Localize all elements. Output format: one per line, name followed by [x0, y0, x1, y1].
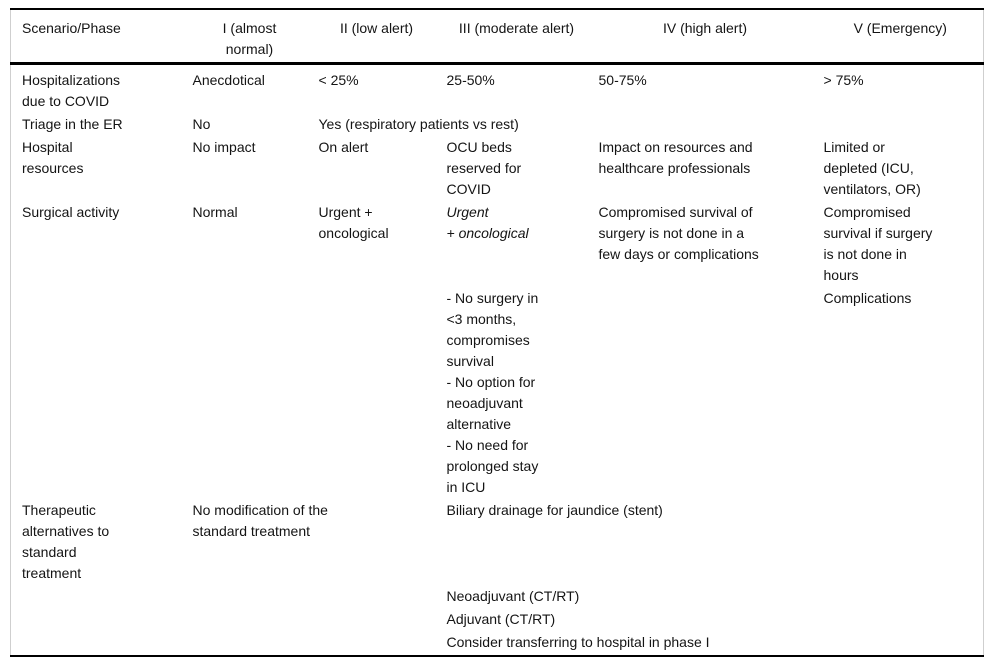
table-cell: Urgent + oncological [446, 204, 529, 241]
table-cell: Impact on resources and healthcare profe… [598, 139, 753, 176]
table-cell: Surgical activity [22, 204, 120, 220]
table-row: Adjuvant (CT/RT) [11, 609, 984, 632]
column-header: Scenario/Phase [10, 9, 187, 65]
table-cell: Limited or depleted (ICU, ventilators, O… [823, 139, 921, 197]
column-header: II (low alert) [312, 9, 441, 65]
table-cell: Neoadjuvant (CT/RT) [446, 588, 580, 604]
table-cell: No impact [192, 139, 256, 155]
column-header: V (Emergency) [817, 9, 984, 65]
table-cell: Complications [823, 290, 912, 306]
table-row: Neoadjuvant (CT/RT) [11, 586, 984, 609]
table-cell: Anecdotical [192, 72, 265, 88]
table-cell: Consider transferring to hospital in pha… [446, 634, 710, 650]
table-cell [11, 586, 187, 609]
table-cell [11, 632, 187, 656]
table-cell [11, 288, 187, 500]
table-cell: On alert [318, 139, 369, 155]
table-row: Hospitalizations due to COVID Anecdotical… [11, 64, 984, 115]
table-cell: Adjuvant (CT/RT) [446, 611, 556, 627]
column-header: IV (high alert) [592, 9, 818, 65]
table-cell [11, 609, 187, 632]
table-cell [187, 609, 441, 632]
table-cell: < 25% [318, 72, 359, 88]
table-cell [593, 288, 818, 500]
table-body: Hospitalizations due to COVID Anecdotical… [11, 64, 984, 657]
table-cell: Hospitalizations due to COVID [22, 72, 121, 109]
table-row: - No surgery in <3 months, compromises s… [11, 288, 984, 500]
table-cell [187, 288, 313, 500]
table-cell: Hospital resources [22, 139, 84, 176]
table-cell: Therapeutic alternatives to standard tre… [22, 502, 110, 581]
table-cell: 50-75% [598, 72, 647, 88]
column-header: III (moderate alert) [440, 9, 593, 65]
table-row: Consider transferring to hospital in pha… [11, 632, 984, 656]
table-row: Surgical activity Normal Urgent + oncologi… [11, 202, 984, 288]
table-cell: Compromised survival of surgery is not d… [598, 204, 759, 262]
table-cell [313, 288, 441, 500]
table-cell: No modification of the standard treatmen… [192, 502, 328, 539]
table-cell: - No surgery in <3 months, compromises s… [446, 290, 539, 495]
table-cell: No [192, 116, 211, 132]
table-cell: Normal [192, 204, 238, 220]
table-row: Therapeutic alternatives to standard tre… [11, 500, 984, 586]
table-cell: OCU beds reserved for COVID [446, 139, 522, 197]
column-header: I (almost normal) [186, 9, 313, 65]
table-cell: 25-50% [446, 72, 495, 88]
table-row: Hospital resources No impact On alert OCU b… [11, 137, 984, 202]
table-cell: Compromised survival if surgery is not d… [823, 204, 933, 283]
table-cell [187, 632, 441, 656]
table-cell: Urgent + oncological [318, 204, 389, 241]
table-cell [187, 586, 441, 609]
table-cell: > 75% [823, 72, 864, 88]
table-cell: Biliary drainage for jaundice (stent) [446, 502, 663, 518]
table-row: Triage in the ER No Yes (respiratory patie… [11, 114, 984, 137]
table-cell: Yes (respiratory patients vs rest) [318, 116, 519, 132]
table-cell: Triage in the ER [22, 116, 123, 132]
